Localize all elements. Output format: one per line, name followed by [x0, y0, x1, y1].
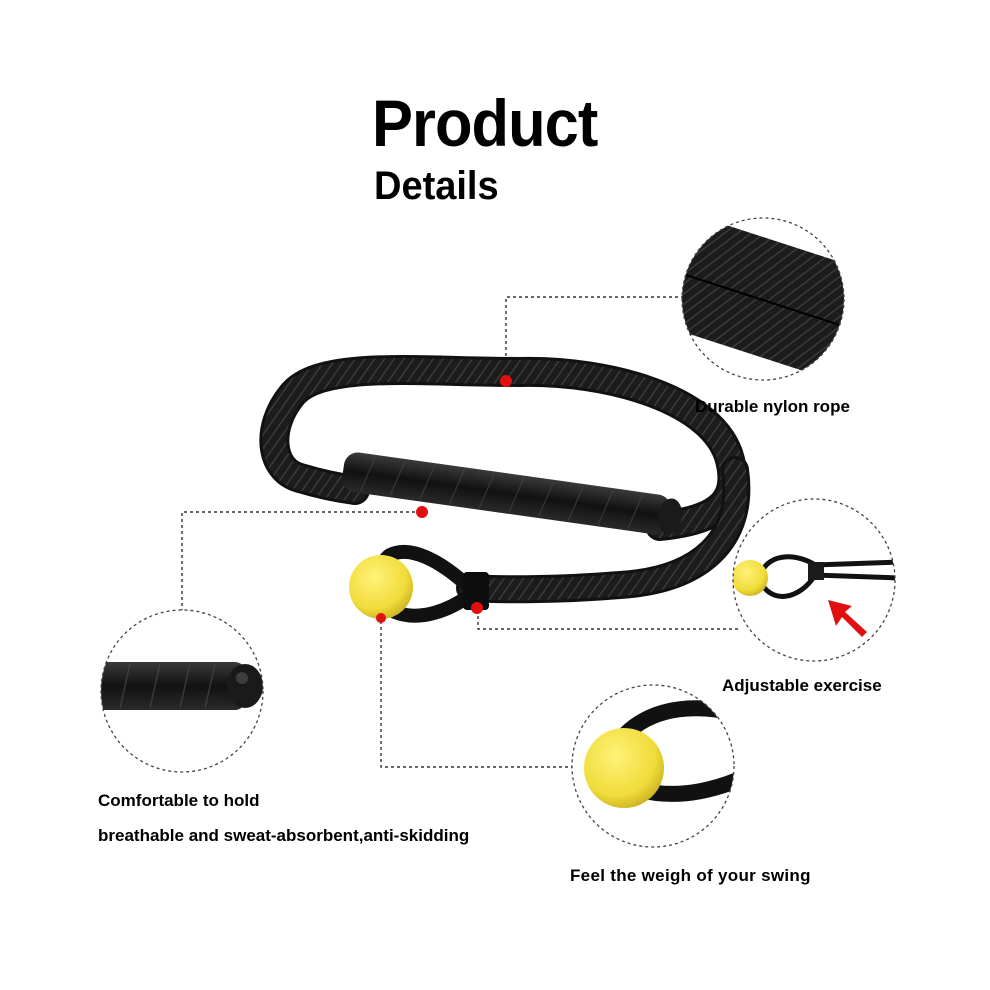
yellow-ball	[349, 555, 413, 619]
marker-adjust	[471, 602, 483, 614]
marker-rope	[500, 375, 512, 387]
page-title: Product	[372, 86, 598, 160]
marker-ball	[376, 613, 386, 623]
caption-hold: Comfortable to hold	[98, 791, 260, 810]
caption-rope: Durable nylon rope	[695, 397, 850, 416]
marker-grip	[416, 506, 428, 518]
red-arrow-icon	[828, 600, 867, 637]
zoom-ball	[571, 684, 735, 848]
zoom-rope-texture	[681, 217, 845, 381]
zoom-adjustable	[732, 498, 896, 662]
zoom-grip	[100, 609, 264, 773]
caption-adjustable: Adjustable exercise	[722, 676, 882, 695]
caption-swing: Feel the weigh of your swing	[570, 866, 811, 885]
page-subtitle: Details	[374, 164, 499, 208]
training-rope	[259, 355, 751, 623]
caption-hold-detail: breathable and sweat-absorbent,anti-skid…	[98, 826, 470, 845]
callout-markers	[376, 375, 512, 623]
